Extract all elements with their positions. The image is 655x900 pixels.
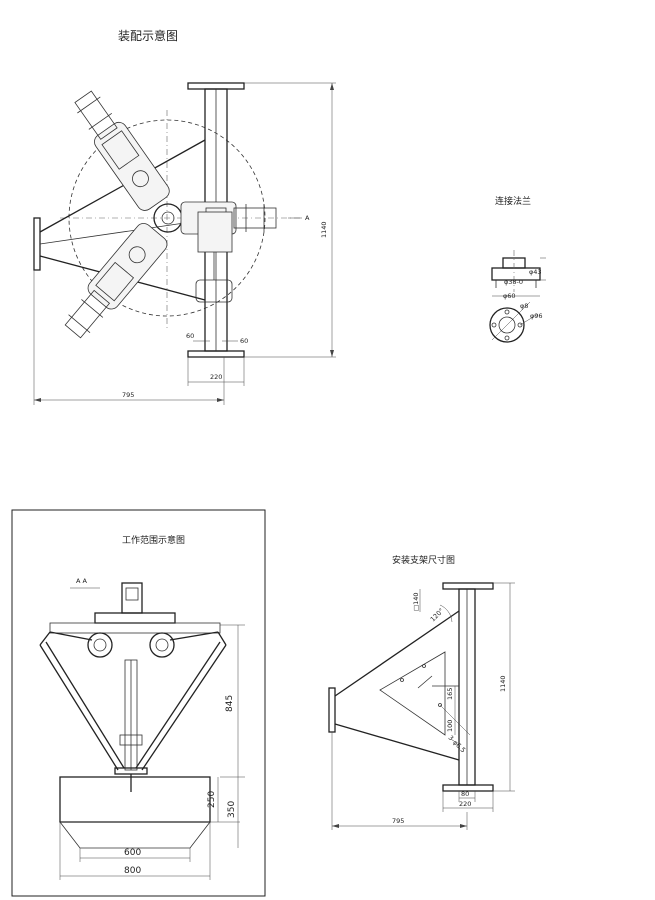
flange-d-bore-text: φ38-0 bbox=[504, 278, 523, 286]
motor-block bbox=[197, 211, 233, 253]
dim-holes-text: 3-φ6.5 bbox=[447, 734, 468, 755]
flange-side-view: φ43 φ38-0 φ60 bbox=[491, 250, 546, 300]
support-bracket-view: 安装支架尺寸图 □140 120° 1140 165 100 bbox=[328, 554, 515, 830]
flange-width-text: φ60 bbox=[503, 292, 516, 300]
dim-base: 220 bbox=[187, 357, 245, 386]
dim-support-width-text: 795 bbox=[392, 817, 404, 825]
working-range-view: 工作范围示意图 A A bbox=[11, 509, 266, 897]
motor-left bbox=[87, 632, 113, 658]
dim-width: 795 bbox=[33, 270, 225, 405]
dim-offset-right-text: 60 bbox=[240, 337, 248, 345]
dim-outer-width-text: 800 bbox=[124, 866, 141, 876]
dim-offset-left-text: 60 bbox=[186, 332, 194, 340]
work-envelope bbox=[59, 776, 211, 849]
working-range-frame bbox=[11, 509, 266, 897]
dim-height: 1140 bbox=[244, 82, 336, 358]
robot-mount bbox=[49, 582, 221, 634]
dim-width-text: 795 bbox=[122, 391, 134, 399]
working-range-title: 工作范围示意图 bbox=[122, 534, 185, 546]
dim-base-inner-text: 80 bbox=[461, 790, 469, 798]
dim-flange-top-text: □140 bbox=[412, 592, 420, 611]
working-section-label: A A bbox=[76, 577, 88, 585]
dim-angle-text: 120° bbox=[429, 607, 446, 624]
drive-arm-1 bbox=[74, 90, 170, 211]
dim-base-outer-text: 220 bbox=[459, 800, 471, 808]
flange-d-hole-text: φ8 bbox=[520, 302, 528, 310]
dim-reach-text: 845 bbox=[225, 695, 235, 712]
dim-depth-outer-text: 350 bbox=[227, 801, 237, 818]
dim-base-text: 220 bbox=[210, 373, 222, 381]
support-title: 安装支架尺寸图 bbox=[392, 554, 455, 566]
dim-depth-inner-text: 250 bbox=[207, 791, 217, 808]
flange-view: 连接法兰 φ43 φ38-0 φ60 φ8 φ96 bbox=[489, 195, 546, 343]
dim-height-text: 1140 bbox=[320, 221, 328, 238]
motor-right bbox=[149, 632, 175, 658]
section-label-a: A bbox=[305, 214, 310, 222]
assembly-title: 装配示意图 bbox=[118, 28, 178, 43]
dim-support-height-text: 1140 bbox=[499, 675, 507, 692]
flange-d-small-text: φ43 bbox=[529, 268, 542, 276]
flange-d-diag-text: φ96 bbox=[530, 312, 543, 320]
lower-arms bbox=[39, 641, 227, 771]
drive-arm-2 bbox=[64, 223, 168, 339]
dim-d2-text: 100 bbox=[446, 720, 454, 732]
dim-d1-text: 165 bbox=[446, 688, 454, 700]
flange-title: 连接法兰 bbox=[495, 195, 531, 207]
assembly-view: 装配示意图 bbox=[33, 28, 336, 405]
dim-inner-width-text: 600 bbox=[124, 848, 141, 858]
flange-top-view: φ8 φ96 bbox=[489, 301, 543, 343]
